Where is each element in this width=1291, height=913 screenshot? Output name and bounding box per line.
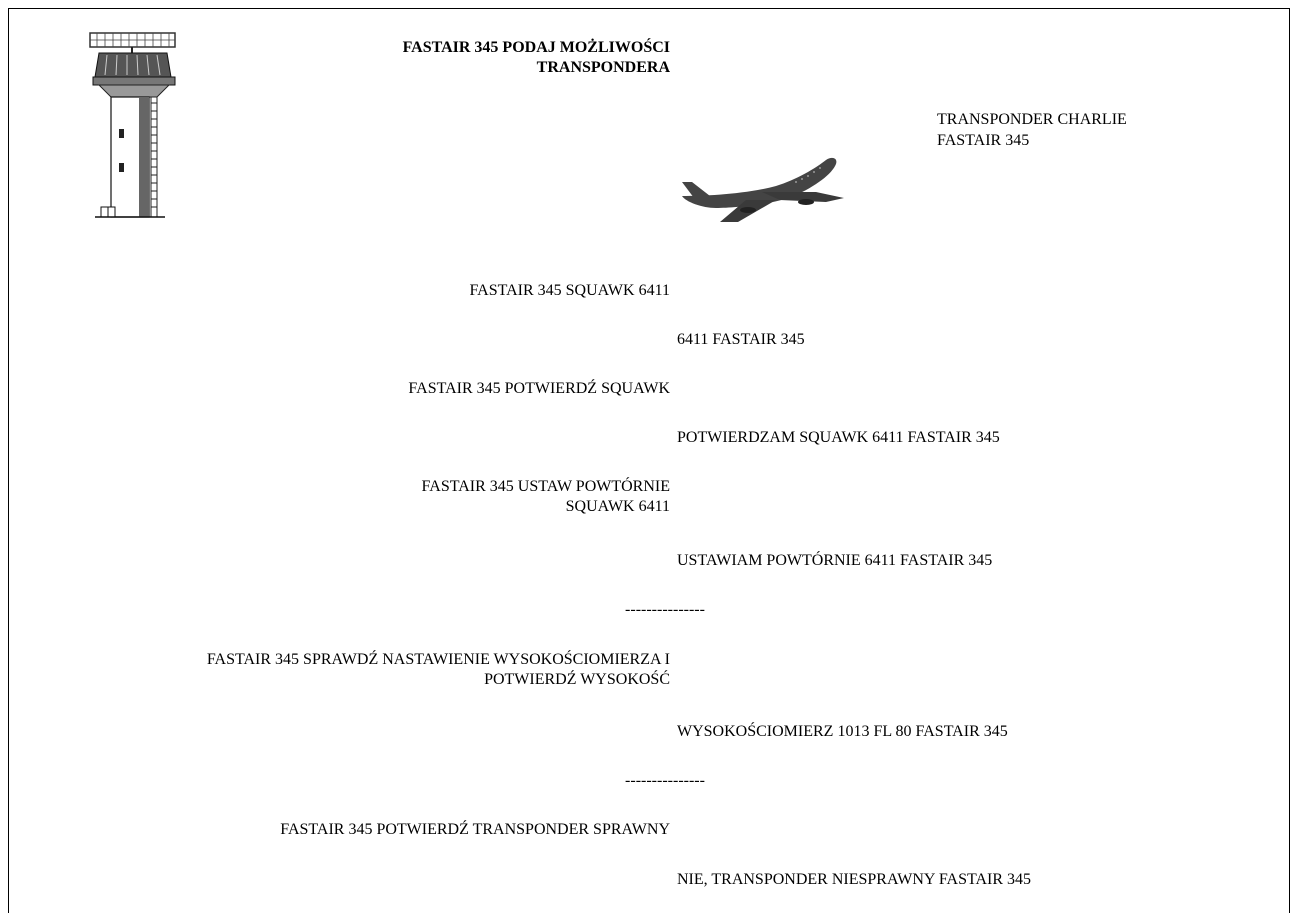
separator-2: --------------- bbox=[625, 772, 705, 789]
pilot-message-1: 6411 FASTAIR 345 bbox=[677, 331, 805, 348]
page-frame bbox=[8, 8, 1290, 913]
atc-message-4-line2: POTWIERDŹ WYSOKOŚĆ bbox=[484, 671, 670, 688]
control-tower-icon bbox=[89, 32, 176, 218]
pilot-message-4: WYSOKOŚCIOMIERZ 1013 FL 80 FASTAIR 345 bbox=[677, 723, 1008, 740]
pilot-message-5: NIE, TRANSPONDER NIESPRAWNY FASTAIR 345 bbox=[677, 871, 1032, 888]
atc-message-1: FASTAIR 345 SQUAWK 6411 bbox=[469, 282, 670, 299]
pilot-message-2: POTWIERDZAM SQUAWK 6411 FASTAIR 345 bbox=[677, 429, 1000, 446]
atc-message-5: FASTAIR 345 POTWIERDŹ TRANSPONDER SPRAWN… bbox=[280, 821, 670, 838]
pilot-message-3: USTAWIAM POWTÓRNIE 6411 FASTAIR 345 bbox=[677, 552, 993, 569]
atc-title-line2: TRANSPONDERA bbox=[536, 59, 670, 76]
airplane-icon bbox=[682, 157, 844, 222]
atc-title-line1: FASTAIR 345 PODAJ MOŻLIWOŚCI bbox=[402, 39, 670, 56]
atc-message-3-line1: FASTAIR 345 USTAW POWTÓRNIE bbox=[421, 478, 670, 495]
pilot-reply-line2: FASTAIR 345 bbox=[937, 132, 1030, 149]
pilot-reply-line1: TRANSPONDER CHARLIE bbox=[937, 111, 1127, 128]
atc-message-4-line1: FASTAIR 345 SPRAWDŹ NASTAWIENIE WYSOKOŚC… bbox=[206, 651, 670, 668]
atc-message-3-line2: SQUAWK 6411 bbox=[565, 498, 670, 515]
atc-message-2: FASTAIR 345 POTWIERDŹ SQUAWK bbox=[408, 380, 670, 397]
separator-1: --------------- bbox=[625, 601, 705, 618]
